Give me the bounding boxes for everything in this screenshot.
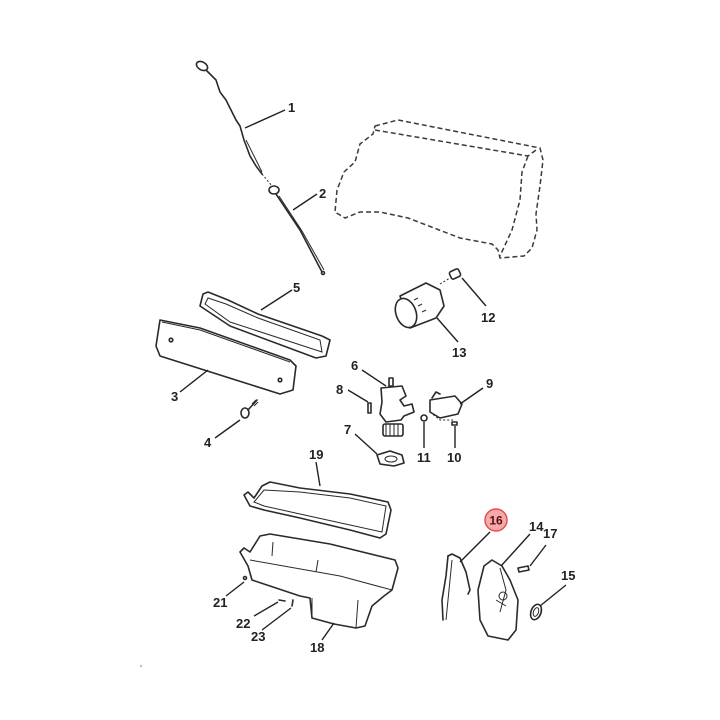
drain-plug [278, 599, 286, 602]
leader-12 [461, 277, 487, 307]
screen-nut [420, 414, 428, 422]
oil-pan-gasket [243, 481, 392, 539]
callout-4[interactable]: 4 [204, 435, 212, 450]
callout-11[interactable]: 11 [417, 450, 431, 465]
callout-19[interactable]: 19 [309, 447, 323, 462]
callout-14[interactable]: 14 [529, 519, 544, 534]
speck [140, 665, 142, 667]
leader-1 [244, 109, 286, 129]
oil-pump-screen [429, 391, 463, 421]
oil-pan [239, 533, 399, 629]
callout-2[interactable]: 2 [319, 186, 326, 201]
valve-cover [155, 319, 297, 395]
screen-bolt [451, 421, 458, 426]
callout-5[interactable]: 5 [293, 280, 300, 295]
callout-8[interactable]: 8 [336, 382, 343, 397]
leader-17 [529, 544, 547, 567]
callout-3[interactable]: 3 [171, 389, 178, 404]
callout-21[interactable]: 21 [213, 595, 227, 610]
filter-fitting [439, 268, 462, 285]
leader-5 [260, 289, 293, 311]
leader-16 [459, 531, 491, 563]
oil-pump-gasket [376, 450, 405, 467]
front-seal [529, 603, 543, 621]
oil-pump [379, 377, 415, 437]
leader-7 [354, 433, 378, 455]
leader-2 [292, 193, 318, 211]
callout-18[interactable]: 18 [310, 640, 324, 655]
timing-cover [477, 559, 519, 641]
highlight-circle [484, 508, 508, 532]
pan-bolt [242, 575, 248, 581]
callout-22[interactable]: 22 [236, 616, 250, 631]
callout-7[interactable]: 7 [344, 422, 351, 437]
drain-plug-washer [291, 599, 294, 607]
callout-12[interactable]: 12 [481, 310, 495, 325]
leader-4 [214, 419, 241, 439]
callout-17[interactable]: 17 [543, 526, 557, 541]
callout-10[interactable]: 10 [447, 450, 461, 465]
callout-9[interactable]: 9 [486, 376, 493, 391]
valve-cover-gasket [199, 291, 331, 359]
callout-16-highlight[interactable]: 16 [484, 508, 508, 532]
callout-23[interactable]: 23 [251, 629, 265, 644]
leader-14 [500, 533, 531, 567]
leader-8 [347, 389, 369, 403]
callout-1[interactable]: 1 [288, 100, 295, 115]
leader-23 [261, 607, 292, 631]
leader-6 [361, 369, 387, 387]
dipstick-tube [268, 185, 326, 276]
engine-block-outline [334, 119, 544, 259]
oil-pump-bolt [367, 402, 372, 414]
timing-cover-gasket [441, 553, 471, 621]
leader-15 [539, 584, 567, 607]
callout-16[interactable]: 16 [489, 514, 503, 528]
leader-21 [225, 581, 245, 597]
oil-filter [394, 282, 445, 329]
leader-3 [179, 369, 209, 393]
leader-22 [253, 601, 279, 617]
dipstick [195, 60, 273, 187]
leader-9 [459, 387, 484, 405]
valve-cover-bolt [240, 399, 259, 419]
callout-6[interactable]: 6 [351, 358, 358, 373]
callout-13[interactable]: 13 [452, 345, 466, 360]
leader-19 [315, 461, 321, 487]
leader-18 [321, 622, 335, 641]
leader-13 [436, 317, 459, 343]
timing-cover-bolt [517, 565, 530, 573]
callout-15[interactable]: 15 [561, 568, 575, 583]
